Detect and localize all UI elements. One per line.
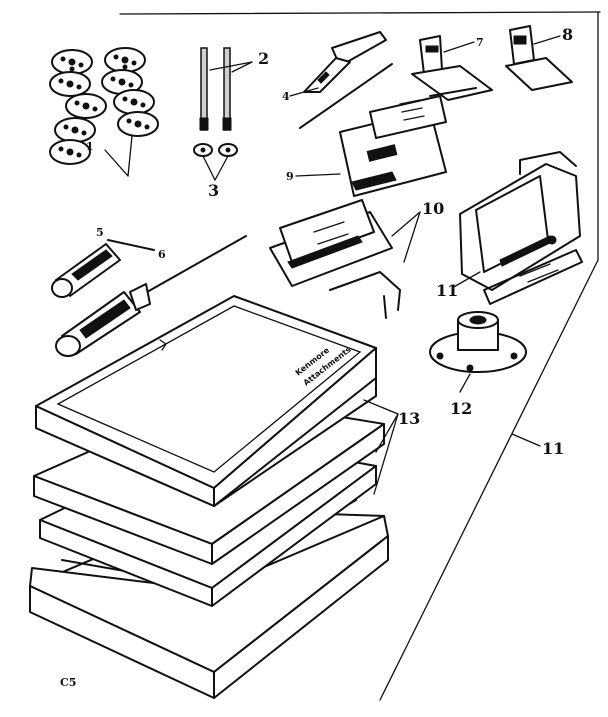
top-border-line bbox=[119, 11, 601, 15]
callout-9: 9 bbox=[286, 170, 294, 183]
spool-base-12 bbox=[429, 311, 527, 393]
zipper-foot-8 bbox=[505, 25, 573, 91]
callout-2: 2 bbox=[258, 49, 269, 68]
buttonhole-plate-9 bbox=[295, 95, 447, 197]
callout-7: 7 bbox=[476, 36, 484, 49]
diagonal-border-line bbox=[379, 259, 599, 701]
corner-code: C5 bbox=[60, 676, 76, 689]
attachment-box-13 bbox=[29, 295, 541, 699]
seam-ripper-part bbox=[289, 31, 393, 129]
screwdriver-5 bbox=[51, 239, 155, 298]
callout-11: 11 bbox=[436, 281, 458, 300]
callout-12: 12 bbox=[450, 399, 472, 418]
bobbins-leader-line bbox=[104, 149, 129, 177]
callout-8: 8 bbox=[562, 25, 573, 44]
bed-extension-11 bbox=[451, 151, 583, 305]
bobbins-part bbox=[49, 47, 159, 177]
felt-washers-part bbox=[193, 143, 238, 181]
callout-10: 10 bbox=[422, 199, 444, 218]
presser-foot-7 bbox=[411, 35, 493, 101]
callout-5: 5 bbox=[96, 226, 104, 239]
spool-pins-part bbox=[199, 47, 253, 131]
callout-4: 4 bbox=[282, 90, 290, 103]
callout-13: 13 bbox=[398, 409, 420, 428]
callout-6: 6 bbox=[158, 248, 166, 261]
callout-1: 1 bbox=[86, 140, 94, 153]
buttonhole-attachment-10 bbox=[269, 199, 421, 319]
callout-11-assembly: 11 bbox=[542, 439, 564, 458]
screwdriver-6 bbox=[55, 235, 247, 357]
callout-3: 3 bbox=[208, 181, 219, 200]
